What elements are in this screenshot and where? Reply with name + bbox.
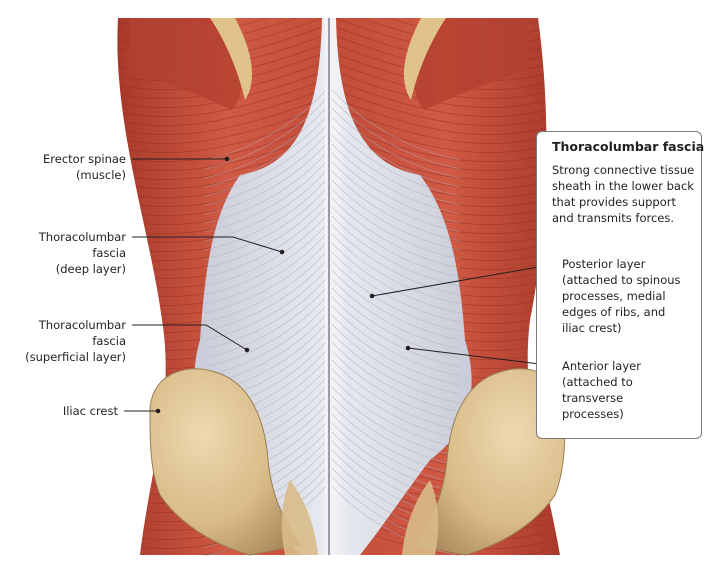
fascia-fiber	[331, 107, 461, 179]
fascia-fiber	[331, 188, 461, 260]
fascia-fiber	[331, 224, 461, 296]
muscle-fiber	[117, 88, 326, 127]
fascia-fiber	[331, 368, 461, 440]
thoracolumbar-fascia	[194, 18, 472, 557]
fascia-fiber	[204, 152, 327, 224]
leader-dot-erector-spinae	[224, 156, 230, 162]
fascia-fiber	[204, 305, 327, 377]
fascia-fiber	[331, 260, 461, 332]
label-iliac-crest: Iliac crest	[62, 404, 118, 418]
fascia-fiber	[331, 125, 461, 197]
fascia-fiber	[331, 170, 461, 242]
fascia-fiber	[204, 134, 327, 206]
leader-dot-fascia-superficial	[244, 347, 250, 353]
fascia-fiber	[331, 98, 461, 170]
fascia-fiber	[204, 251, 327, 323]
fascia-fiber	[204, 242, 327, 314]
info-box	[536, 131, 702, 439]
fascia-fiber	[331, 413, 461, 485]
fascia-fiber	[204, 188, 327, 260]
muscle-fiber	[117, 97, 326, 136]
fascia-fiber	[331, 404, 461, 476]
fascia-fiber	[331, 197, 461, 269]
leader-anterior-layer	[407, 347, 557, 367]
fascia-fiber	[331, 242, 461, 314]
fascia-fiber	[204, 287, 327, 359]
fascia-fiber	[204, 179, 327, 251]
fascia-fiber	[331, 350, 461, 422]
muscle-fiber	[332, 124, 546, 163]
muscle-fiber	[332, 106, 546, 145]
fascia-fiber	[204, 215, 327, 287]
fascia-fiber	[331, 215, 461, 287]
fascia-fiber	[204, 89, 327, 161]
fascia-fiber	[331, 269, 461, 341]
fascia-fiber	[331, 323, 461, 395]
fascia-fiber	[331, 296, 461, 368]
fascia-fiber	[204, 161, 327, 233]
fascia-fiber	[204, 260, 327, 332]
muscle-fiber	[117, 70, 326, 109]
fascia-fiber	[204, 296, 327, 368]
fascia-fiber	[204, 233, 327, 305]
muscle-fiber	[332, 88, 546, 127]
fascia-fiber	[331, 305, 461, 377]
muscle-fiber	[117, 115, 326, 154]
fascia-fiber	[204, 278, 327, 350]
fascia-fiber	[331, 134, 461, 206]
leader-dot-anterior-layer	[405, 345, 411, 351]
fascia-fiber	[331, 377, 461, 449]
leader-dot-posterior-layer	[369, 293, 375, 299]
fascia-fiber	[204, 269, 327, 341]
muscle-fiber	[332, 79, 546, 118]
info-box-title: Thoracolumbar fascia	[552, 139, 705, 154]
leader-fascia-deep	[132, 236, 283, 253]
fascia-fiber	[204, 116, 327, 188]
label-fascia-deep: Thoracolumbar fascia (deep layer)	[38, 230, 126, 276]
fascia-fiber	[204, 143, 327, 215]
muscle-fiber	[117, 106, 326, 145]
fascia-fiber	[204, 98, 327, 170]
fascia-fiber	[331, 485, 461, 557]
fascia-fiber	[331, 179, 461, 251]
label-posterior-layer: Posterior layer (attached to spinous pro…	[562, 257, 681, 335]
fascia-fiber	[204, 224, 327, 296]
pelvis-bones	[149, 368, 566, 556]
fascia-fiber	[331, 332, 461, 404]
fascia-fiber	[331, 287, 461, 359]
fascia-fiber	[204, 197, 327, 269]
fascia-fiber	[331, 314, 461, 386]
fascia-fiber	[331, 116, 461, 188]
fascia-fiber	[331, 386, 461, 458]
leader-fascia-superficial	[132, 324, 248, 351]
fascia-fiber	[331, 89, 461, 161]
fascia-fiber	[331, 143, 461, 215]
fascia-fiber	[331, 395, 461, 467]
label-anterior-layer: Anterior layer (attached to transverse p…	[562, 359, 641, 421]
fascia-fiber	[331, 359, 461, 431]
fascia-fiber	[331, 206, 461, 278]
fascia-fiber	[331, 278, 461, 350]
fascia-fiber	[331, 161, 461, 233]
fascia-fiber	[204, 125, 327, 197]
fascia-fiber	[204, 107, 327, 179]
muscle-fiber	[332, 115, 546, 154]
label-fascia-superficial: Thoracolumbar fascia (superficial layer)	[25, 318, 126, 364]
fascia-fiber	[331, 251, 461, 323]
muscle-fiber	[332, 70, 546, 109]
label-erector-spinae: Erector spinae (muscle)	[43, 152, 126, 182]
leader-dot-iliac-crest	[155, 408, 161, 414]
fascia-fiber	[331, 152, 461, 224]
fascia-fiber	[331, 233, 461, 305]
leader-lines	[124, 156, 557, 414]
fascia-fiber	[204, 206, 327, 278]
info-box-description: Strong connective tissue sheath in the l…	[552, 163, 695, 225]
muscle-fiber	[332, 97, 546, 136]
muscle-fiber	[117, 79, 326, 118]
leader-posterior-layer	[371, 263, 557, 297]
leader-dot-fascia-deep	[279, 249, 285, 255]
fascia-fiber	[331, 341, 461, 413]
